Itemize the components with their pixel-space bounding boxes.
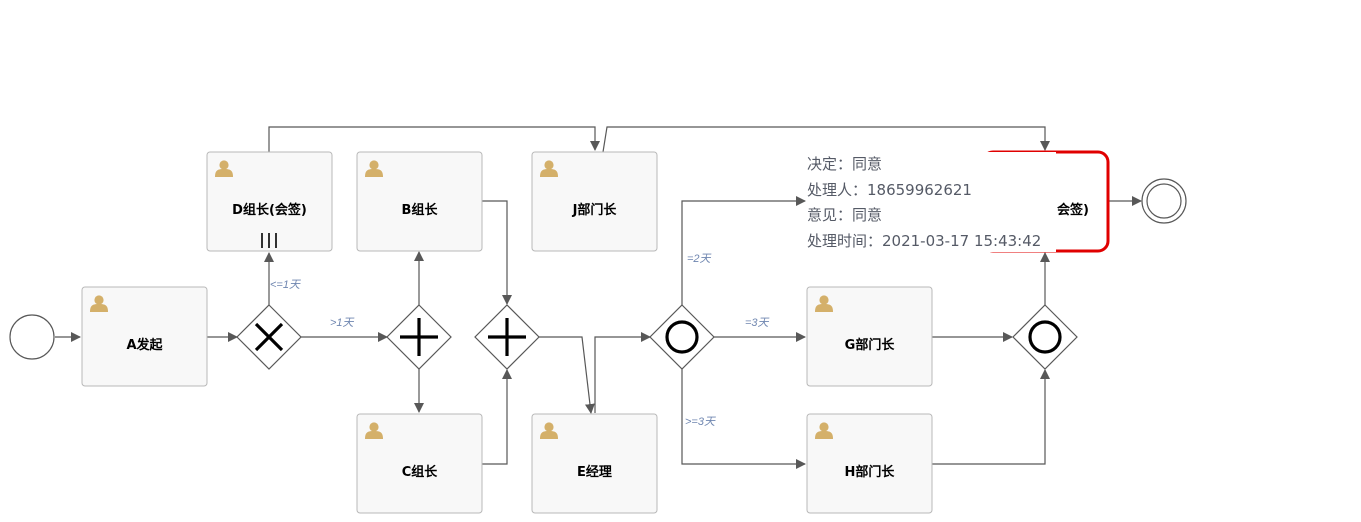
- task-j[interactable]: J部门长: [531, 151, 658, 252]
- task-label: D组长(会签): [232, 202, 307, 218]
- task-label: C组长: [402, 464, 439, 480]
- flow-h-to-gateway5[interactable]: [932, 369, 1050, 465]
- task-label: G部门长: [845, 337, 896, 353]
- task-detail-tooltip: 决定：同意 处理人：18659962621 意见：同意 处理时间：2021-03…: [806, 152, 1056, 252]
- task-label: B组长: [402, 202, 439, 218]
- task-label: E经理: [577, 464, 612, 480]
- parallel-gateway-join[interactable]: [474, 304, 540, 370]
- flow-label-le1: <=1天: [270, 279, 301, 291]
- flow-label-eq2: =2天: [687, 253, 712, 265]
- exclusive-gateway[interactable]: [236, 304, 302, 370]
- sequence-flows: [55, 126, 1142, 469]
- task-label: A发起: [126, 337, 163, 353]
- circle-icon: [1028, 320, 1062, 354]
- end-event[interactable]: [1141, 178, 1187, 224]
- tooltip-opinion: 意见：同意: [807, 206, 883, 224]
- flow-j-to-k[interactable]: [602, 126, 1050, 153]
- flow-e-to-gateway4[interactable]: [594, 332, 651, 413]
- tooltip-time: 处理时间：2021-03-17 15:43:42: [807, 231, 1042, 250]
- flow-gateway3-to-e[interactable]: [539, 336, 595, 414]
- plus-icon: [400, 318, 438, 356]
- task-e[interactable]: E经理: [531, 413, 658, 514]
- start-event[interactable]: [9, 314, 55, 360]
- task-a[interactable]: A发起: [81, 286, 208, 387]
- inclusive-gateway-split[interactable]: [649, 304, 715, 370]
- tooltip-decision: 决定：同意: [807, 155, 883, 173]
- flow-d-to-j[interactable]: [268, 126, 600, 152]
- flow-gateway4-to-k[interactable]: [681, 196, 806, 305]
- tooltip-handler: 处理人：18659962621: [807, 180, 972, 199]
- task-label: H部门长: [845, 464, 896, 480]
- flow-label-eq3: =3天: [745, 317, 770, 329]
- parallel-gateway-split[interactable]: [386, 304, 452, 370]
- x-icon: [254, 322, 284, 352]
- task-label: J部门长: [572, 202, 618, 218]
- flow-c-to-gateway3[interactable]: [482, 369, 512, 465]
- task-label: 会签): [1057, 202, 1089, 218]
- flow-gateway4-to-h[interactable]: [681, 369, 806, 469]
- parallel-marker-icon: [261, 233, 277, 248]
- plus-icon: [488, 318, 526, 356]
- flow-label-gt1: >1天: [330, 317, 355, 329]
- task-d[interactable]: D组长(会签): [206, 151, 333, 252]
- task-c[interactable]: C组长: [356, 413, 483, 514]
- circle-icon: [665, 320, 699, 354]
- flow-b-to-gateway3[interactable]: [482, 200, 512, 305]
- task-h[interactable]: H部门长: [806, 413, 933, 514]
- task-b[interactable]: B组长: [356, 151, 483, 252]
- flow-label-ge3: >=3天: [685, 416, 716, 428]
- inclusive-gateway-join[interactable]: [1012, 304, 1078, 370]
- task-g[interactable]: G部门长: [806, 286, 933, 387]
